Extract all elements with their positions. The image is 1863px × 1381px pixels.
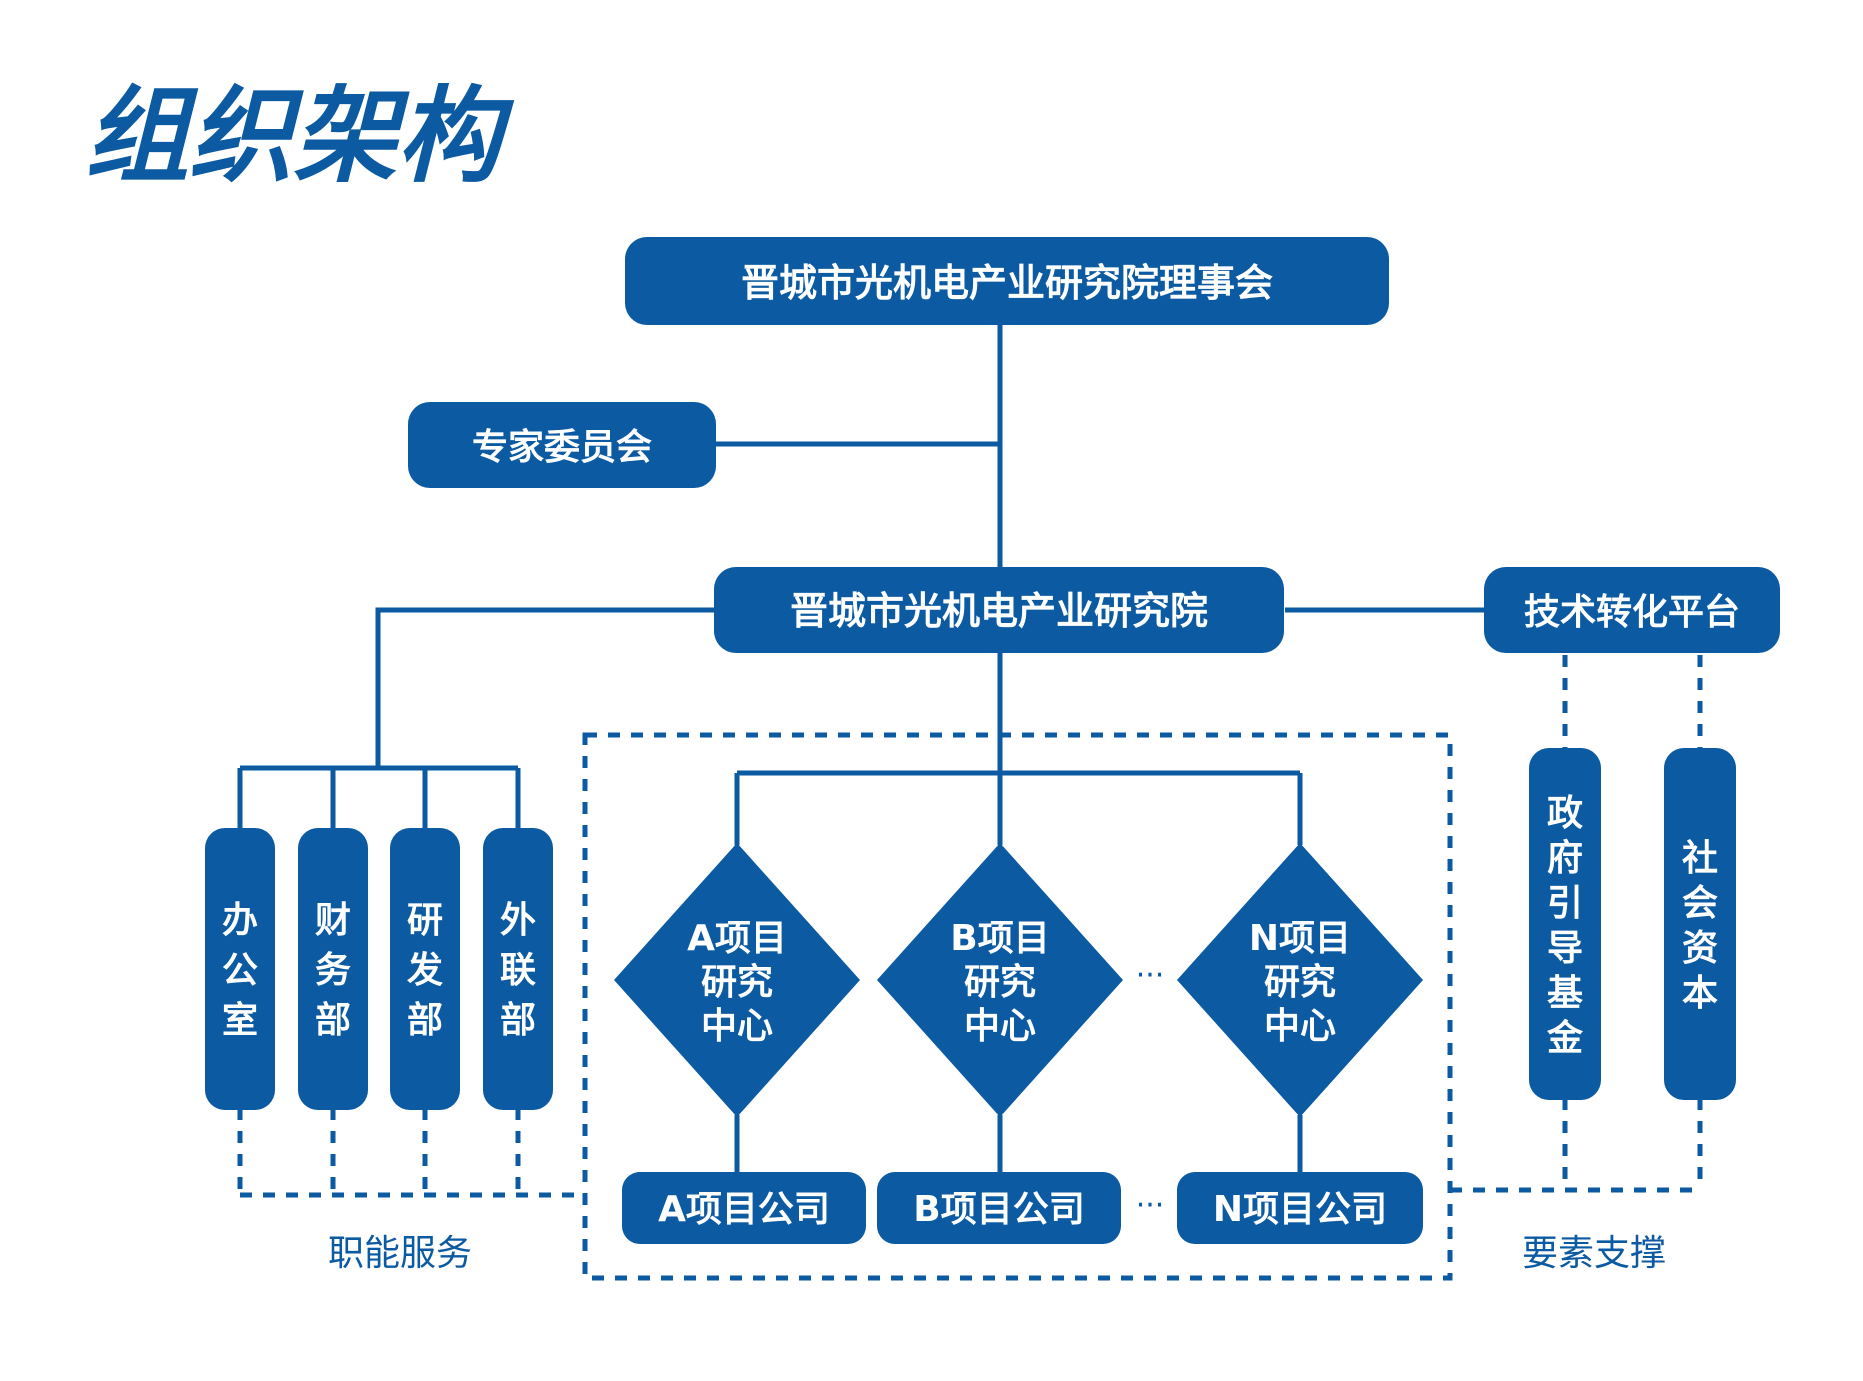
svg-text:专家委员会: 专家委员会 [472,427,652,468]
research-center-label: 研究 [964,962,1036,1003]
department-1: 办公室 [205,828,275,1110]
research-center-label: 中心 [701,1006,773,1047]
tech-platform-box: 技术转化平台 [1484,567,1780,653]
research-center-label: N项目 [1249,918,1351,959]
page-title: 组织架构 [85,75,515,197]
project-area-border [582,732,1453,1281]
research-center-label: 研究 [701,962,773,1003]
department-label: 外联部 [500,900,536,1041]
functional-services-label: 职能服务 [328,1233,472,1274]
department-3: 研发部 [390,828,460,1110]
support-label-text: 社会资本 [1682,838,1718,1014]
research-center-label: B项目 [950,918,1049,959]
project-company-1: A项目公司 [622,1172,866,1244]
project-company-label: A项目公司 [658,1189,830,1230]
research-center-label: 中心 [1264,1006,1336,1047]
project-company-3: N项目公司 [1177,1172,1423,1244]
support-1: 政府引导基金 [1529,748,1601,1100]
svg-text:技术转化平台: 技术转化平台 [1524,592,1740,633]
support-label-text: 政府引导基金 [1546,793,1584,1059]
department-label: 研发部 [407,900,443,1041]
svg-text:晋城市光机电产业研究院: 晋城市光机电产业研究院 [790,589,1208,633]
departments: 办公室 财务部 研发部 外联部 [205,828,553,1110]
expert-committee-box: 专家委员会 [408,402,716,488]
research-center-label: 中心 [964,1006,1036,1047]
board-box: 晋城市光机电产业研究院理事会 [625,237,1389,325]
institute-box: 晋城市光机电产业研究院 [714,567,1284,653]
research-center-label: 研究 [1264,962,1336,1003]
companies-ellipsis: ··· [1136,1188,1165,1223]
dashed-connectors [237,655,1703,1281]
research-center-label: A项目 [687,918,787,959]
department-2: 财务部 [298,828,368,1110]
support-label: 要素支撑 [1522,1233,1666,1274]
svg-text:晋城市光机电产业研究院理事会: 晋城市光机电产业研究院理事会 [741,261,1273,305]
support-elements: 政府引导基金 社会资本 [1529,748,1736,1100]
project-companies: A项目公司 B项目公司 N项目公司 [622,1172,1423,1244]
project-company-label: B项目公司 [913,1189,1084,1230]
project-company-2: B项目公司 [877,1172,1121,1244]
support-2: 社会资本 [1664,748,1736,1100]
project-company-label: N项目公司 [1213,1189,1387,1230]
department-label: 办公室 [222,900,258,1041]
solid-connectors [237,324,1488,1175]
department-4: 外联部 [483,828,553,1110]
connector-institute-departments [375,607,715,768]
department-label: 财务部 [315,900,351,1041]
centers-ellipsis: ··· [1136,958,1165,993]
